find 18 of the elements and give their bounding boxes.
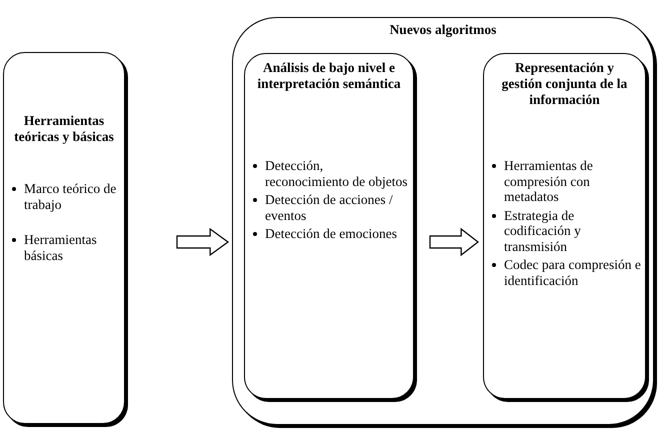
block-arrow [429,228,479,256]
box-heading: Herramientas teóricas y básicas [14,113,114,146]
bullet-item: Detección de acciones / eventos [265,192,409,224]
box-heading: Representación y gestión conjunta de la información [500,60,628,109]
bullet-item: Marco teórico de trabajo [24,181,120,212]
bullet-item: Herramientas básicas [24,232,120,264]
block-arrow [176,228,230,256]
rounded-box [244,53,414,399]
box-heading: Análisis de bajo nivel e interpretación semántica [256,60,402,92]
bullet-item: Detección, reconocimiento de objetos [265,158,409,190]
rounded-box [3,52,125,424]
bullet-item: Codec para compresión e identificación [504,257,641,288]
box-heading: Nuevos algoritmos [388,22,498,38]
bullet-item: Herramientas de compresión con metadatos [504,158,641,205]
rounded-box [232,17,654,425]
bullet-item: Detección de emociones [265,226,409,242]
bullet-item: Estrategia de codificación y transmisión [504,208,641,254]
rounded-box [483,53,646,399]
